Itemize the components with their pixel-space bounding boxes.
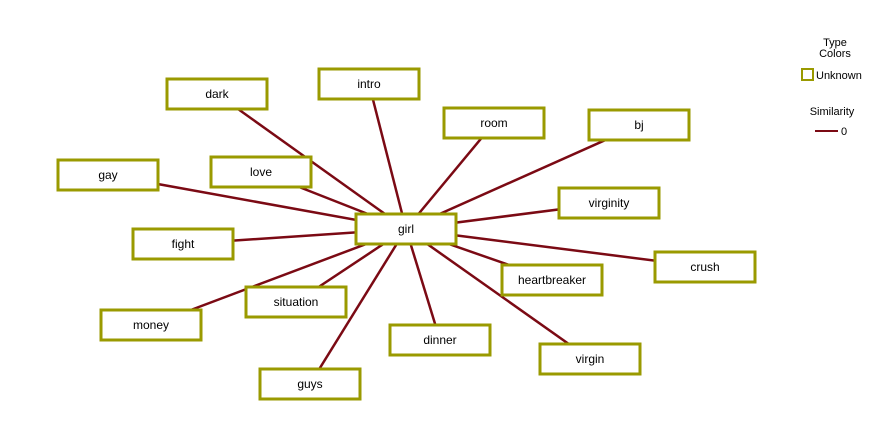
node-label-girl: girl [398, 222, 414, 236]
legend-unknown-swatch [801, 68, 814, 81]
node-label-bj: bj [634, 118, 643, 132]
node-label-dark: dark [205, 87, 229, 101]
legend-similarity-title: Similarity [809, 106, 855, 118]
node-room[interactable]: room [442, 106, 546, 140]
node-love[interactable]: love [209, 155, 313, 189]
node-label-guys: guys [297, 377, 322, 391]
node-gay[interactable]: gay [56, 158, 160, 192]
node-virginity[interactable]: virginity [557, 186, 661, 220]
node-box-guys [258, 367, 362, 401]
node-box-intro [317, 67, 421, 101]
node-box-crush [653, 250, 757, 284]
node-box-bj [587, 108, 691, 142]
node-label-money: money [133, 318, 169, 332]
node-box-fight [131, 227, 235, 261]
node-label-love: love [250, 165, 272, 179]
edge-girl-intro [367, 83, 408, 230]
node-guys[interactable]: guys [258, 367, 362, 401]
node-label-room: room [480, 116, 507, 130]
node-box-money [99, 308, 203, 342]
node-box-heartbreaker [500, 263, 604, 297]
node-label-dinner: dinner [423, 333, 456, 347]
node-label-heartbreaker: heartbreaker [518, 273, 586, 287]
node-girl[interactable]: girl [354, 212, 458, 246]
node-box-virgin [538, 342, 642, 376]
legend-similarity-value: 0 [841, 126, 848, 138]
legend-unknown-label: Unknown [816, 70, 862, 82]
node-label-situation: situation [274, 295, 319, 309]
node-situation[interactable]: situation [244, 285, 348, 319]
node-box-virginity [557, 186, 661, 220]
node-label-gay: gay [98, 168, 117, 182]
node-label-fight: fight [172, 237, 195, 251]
edge-girl-guys [308, 228, 408, 385]
node-label-crush: crush [690, 260, 719, 274]
node-box-gay [56, 158, 160, 192]
node-box-love [209, 155, 313, 189]
node-crush[interactable]: crush [653, 250, 757, 284]
node-box-room [442, 106, 546, 140]
edge-girl-bj [405, 123, 640, 231]
node-virgin[interactable]: virgin [538, 342, 642, 376]
node-label-virgin: virgin [576, 352, 605, 366]
node-label-intro: intro [357, 77, 381, 91]
nodes-layer: girl dark intro room bj gay love virginity fight… [56, 67, 757, 401]
node-box-dark [165, 77, 269, 111]
node-label-virginity: virginity [589, 196, 630, 210]
node-heartbreaker[interactable]: heartbreaker [500, 263, 604, 297]
node-dinner[interactable]: dinner [388, 323, 492, 357]
legend-type-colors-title: Type Colors [819, 37, 851, 60]
node-money[interactable]: money [99, 308, 203, 342]
node-box-situation [244, 285, 348, 319]
node-box-dinner [388, 323, 492, 357]
edge-girl-room [405, 122, 495, 230]
edge-girl-dinner [404, 228, 442, 341]
node-bj[interactable]: bj [587, 108, 691, 142]
legend-shapes [801, 68, 838, 132]
node-fight[interactable]: fight [131, 227, 235, 261]
node-box-girl [354, 212, 458, 246]
node-dark[interactable]: dark [165, 77, 269, 111]
node-intro[interactable]: intro [317, 67, 421, 101]
edge-girl-virgin [405, 227, 591, 361]
